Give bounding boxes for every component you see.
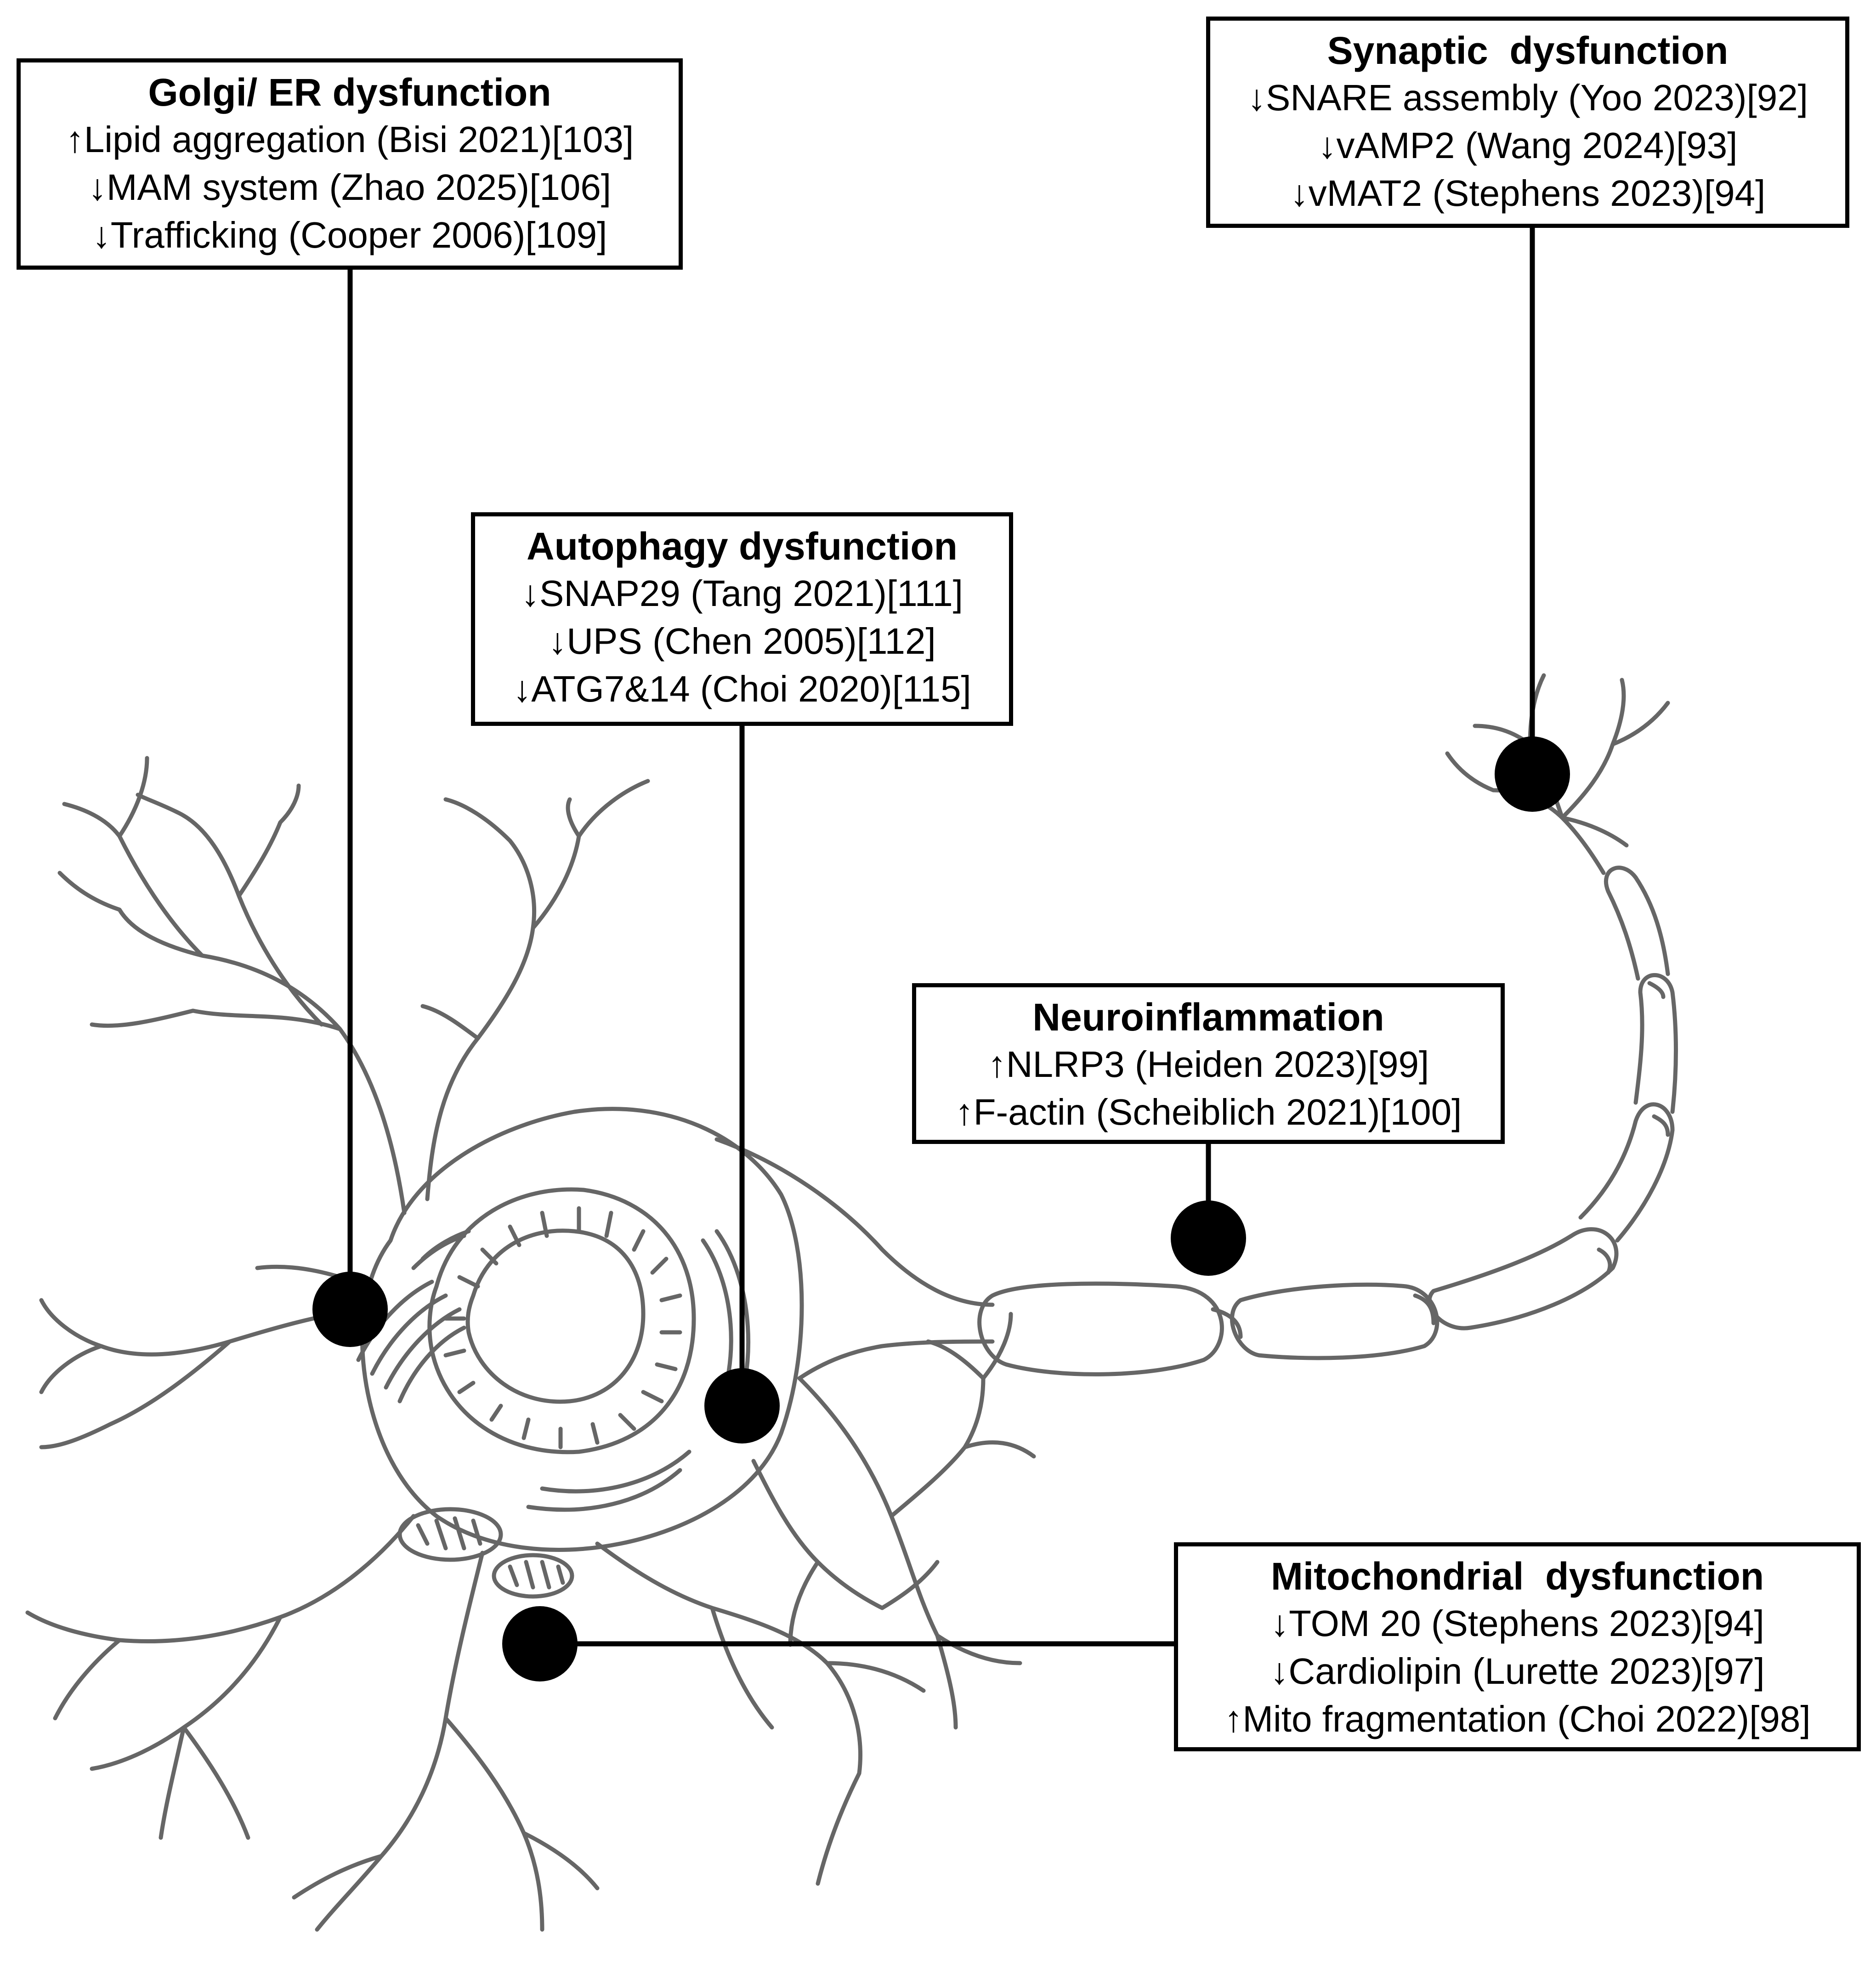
dendrite-top-left-3 — [136, 783, 324, 1027]
synaptic-line: ↓vMAT2 (Stephens 2023)[94] — [1290, 173, 1766, 214]
golgi-er-title: Golgi/ ER dysfunction — [148, 71, 551, 114]
synaptic-line: ↓vAMP2 (Wang 2024)[93] — [1318, 125, 1738, 166]
dendrite-lower-right-2 — [751, 1459, 940, 1647]
mitochondrion-1-cristae — [416, 1516, 482, 1551]
soma-outline — [360, 1107, 804, 1552]
mitochondrial-marker — [502, 1606, 578, 1681]
autophagy-line: ↓UPS (Chen 2005)[112] — [548, 621, 936, 662]
myelin-segment-2 — [1230, 1282, 1440, 1360]
axon-hillock — [714, 1137, 995, 1381]
mitochondrial-line: ↓TOM 20 (Stephens 2023)[94] — [1270, 1603, 1764, 1644]
dendrite-bottom — [292, 1551, 600, 1932]
autophagy-line: ↓SNAP29 (Tang 2021)[111] — [521, 573, 964, 614]
myelin-segment-5 — [1633, 973, 1678, 1114]
mitochondrial-line: ↓Cardiolipin (Lurette 2023)[97] — [1270, 1651, 1765, 1692]
synaptic-line: ↓SNARE assembly (Yoo 2023)[92] — [1247, 77, 1808, 118]
myelin-segment-1 — [977, 1281, 1224, 1376]
dendrite-lower-right — [797, 1312, 1036, 1730]
dendrite-bottom-left — [25, 1514, 416, 1840]
synaptic-title: Synaptic dysfunction — [1327, 29, 1729, 72]
neuroinflammation-box: Neuroinflammation ↑NLRP3 (Heiden 2023)[9… — [912, 983, 1505, 1144]
mitochondrial-line: ↑Mito fragmentation (Choi 2022)[98] — [1224, 1698, 1811, 1739]
synaptic-box: Synaptic dysfunction ↓SNARE assembly (Yo… — [1206, 17, 1849, 228]
dendrite-top-left-2 — [420, 779, 650, 1201]
mitochondrion-2 — [492, 1553, 574, 1599]
autophagy-line: ↓ATG7&14 (Choi 2020)[115] — [513, 668, 971, 709]
nucleus-outline — [465, 1228, 646, 1404]
golgi-er-line: ↓Trafficking (Cooper 2006)[109] — [92, 215, 607, 255]
mitochondrion-2-cristae — [508, 1560, 565, 1590]
myelin-segment-4 — [1578, 1102, 1675, 1243]
neuroinflammation-line: ↑F-actin (Scheiblich 2021)[100] — [955, 1092, 1462, 1132]
dendrite-left — [39, 1264, 370, 1449]
neuron-outline — [25, 673, 1678, 1932]
dendrite-bottom-right — [595, 1541, 926, 1886]
er-hatching — [443, 1206, 682, 1449]
mitochondrial-title: Mitochondrial dysfunction — [1270, 1555, 1764, 1598]
er-outer-arcs — [526, 1229, 750, 1512]
autophagy-box: Autophagy dysfunction ↓SNAP29 (Tang 2021… — [471, 512, 1013, 726]
mitochondrial-box: Mitochondrial dysfunction ↓TOM 20 (Steph… — [1174, 1542, 1861, 1751]
neuroinflammation-marker — [1171, 1200, 1246, 1276]
golgi-er-line: ↑Lipid aggregation (Bisi 2021)[103] — [65, 119, 634, 160]
autophagy-marker — [704, 1368, 780, 1444]
node-of-ranvier — [1211, 981, 1670, 1339]
neuroinflammation-line: ↑NLRP3 (Heiden 2023)[99] — [987, 1044, 1429, 1085]
neuroinflammation-title: Neuroinflammation — [1032, 996, 1384, 1039]
myelin-segment-6 — [1604, 866, 1670, 981]
autophagy-title: Autophagy dysfunction — [527, 525, 958, 568]
golgi-er-box: Golgi/ ER dysfunction ↑Lipid aggregation… — [17, 58, 683, 270]
golgi-er-line: ↓MAM system (Zhao 2025)[106] — [88, 167, 612, 208]
golgi-stacks — [356, 1229, 471, 1404]
synaptic-marker — [1495, 736, 1570, 812]
golgi-marker — [312, 1272, 388, 1347]
nuclear-envelope — [427, 1187, 696, 1455]
myelin-segment-3 — [1427, 1227, 1619, 1330]
